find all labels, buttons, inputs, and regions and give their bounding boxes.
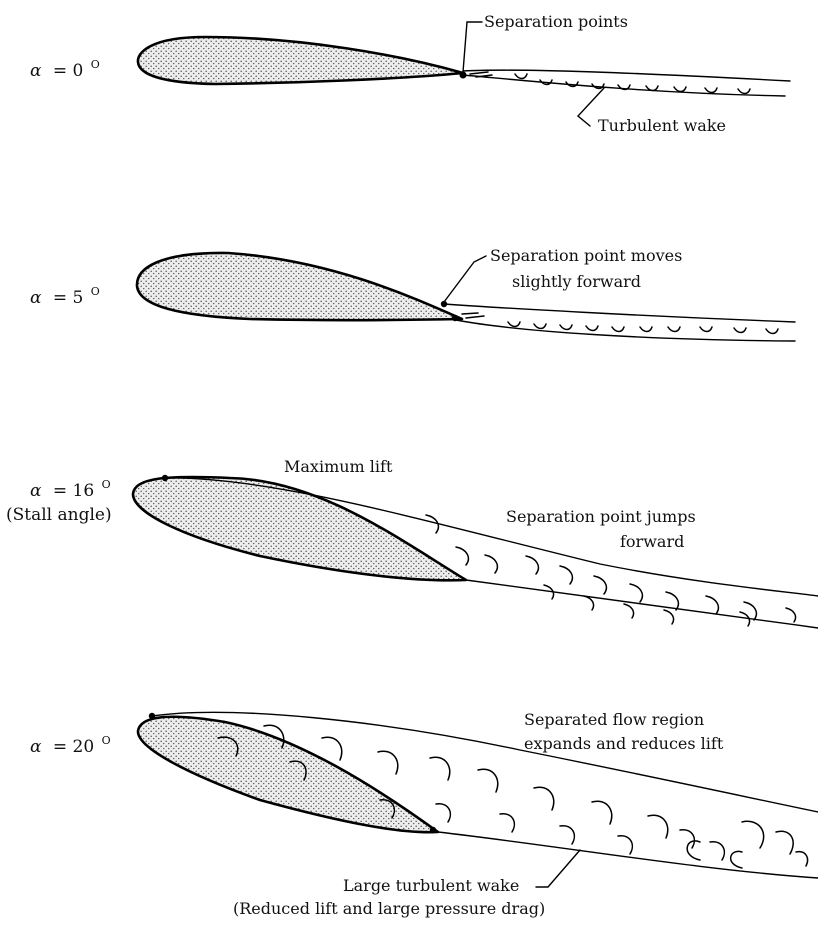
separation-point-dot-20 [149, 713, 155, 719]
large-turbulent-wake-leader [536, 850, 580, 887]
panel-alpha-16: α = 16 O (Stall angle) Maximum lift Sepa… [6, 457, 818, 628]
alpha-label-0: α = 0 O [30, 58, 100, 81]
large-turbulent-wake-label: Large turbulent wake [343, 876, 519, 895]
reduced-lift-pressure-drag-label: (Reduced lift and large pressure drag) [233, 899, 545, 918]
alpha-label-20: α = 20 O [30, 734, 111, 757]
expands-reduces-lift-label: expands and reduces lift [524, 734, 724, 753]
panel-alpha-5: α = 5 O Separation point moves slightly … [30, 246, 795, 341]
separation-point-moves-leader [444, 256, 486, 302]
maximum-lift-label: Maximum lift [284, 457, 393, 476]
airfoil-0 [138, 37, 463, 84]
separation-point-jumps-label: Separation point jumps [506, 507, 696, 526]
turbulent-wake-5 [444, 304, 795, 341]
separation-points-label: Separation points [484, 12, 628, 31]
separation-point-moves-label: Separation point moves [490, 246, 682, 265]
airfoil-5 [137, 253, 462, 320]
turbulent-wake-label: Turbulent wake [598, 116, 726, 135]
alpha-label-5: α = 5 O [30, 285, 100, 308]
slightly-forward-label: slightly forward [512, 272, 641, 291]
turbulent-wake-0 [463, 70, 790, 96]
panel-alpha-20: α = 20 O Separated flow region expands a… [30, 710, 818, 918]
forward-label: forward [620, 532, 684, 551]
panel-alpha-0: α = 0 O Separation points Turbulent wake [30, 12, 790, 135]
alpha-label-16: α = 16 O [30, 478, 111, 501]
separation-points-leader [463, 22, 482, 72]
trailing-edge-dot-20 [430, 827, 436, 833]
separation-point-dot-16 [162, 475, 168, 481]
trailing-edge-dot-5 [452, 315, 458, 321]
stall-angle-note: (Stall angle) [6, 505, 112, 525]
separated-flow-label: Separated flow region [524, 710, 704, 729]
